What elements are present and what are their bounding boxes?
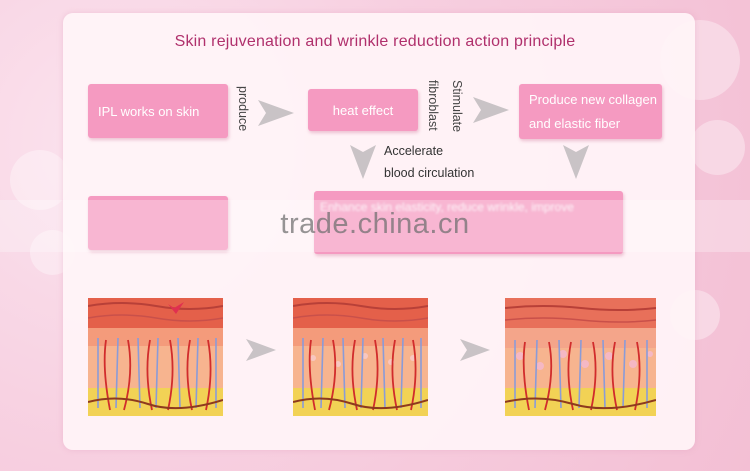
- fibroblast-label: fibroblast: [426, 80, 440, 131]
- accelerate-label-line2: blood circulation: [384, 166, 475, 180]
- collagen-box-line2: and elastic fiber: [529, 115, 621, 131]
- arrow-right-icon: [460, 339, 490, 361]
- diagram-title: Skin rejuvenation and wrinkle reduction …: [174, 33, 576, 50]
- produce-label: produce: [236, 86, 250, 132]
- stimulate-label: Stimulate: [450, 80, 464, 133]
- result-box-left: [88, 196, 228, 250]
- ipl-box-label: IPL works on skin: [98, 103, 200, 119]
- heat-effect-box-label: heat effect: [332, 102, 394, 118]
- bokeh-circle: [10, 150, 70, 210]
- collagen-box-line1: Produce new collagen: [529, 91, 657, 107]
- accelerate-label: Accelerate blood circulation: [384, 140, 474, 184]
- accelerate-label-line1: Accelerate: [384, 144, 444, 158]
- skin-layer-image-3: [505, 298, 656, 416]
- arrow-right-icon: [473, 97, 509, 123]
- enhance-elasticity-text: Enhance skin elasticity, reduce wrinkle,…: [320, 200, 574, 214]
- enhance-elasticity-box: [314, 191, 623, 254]
- skin-layer-image-2: [293, 298, 428, 416]
- arrow-down-icon: [563, 145, 589, 179]
- arrow-right-icon: [246, 339, 276, 361]
- watermark-band: [0, 200, 750, 252]
- collagen-box: Produce new collagen and elastic fiber: [519, 84, 662, 139]
- arrow-right-icon: [258, 100, 294, 126]
- skin-layer-image-1: [88, 298, 223, 416]
- ipl-box: IPL works on skin: [88, 84, 228, 138]
- bokeh-circle: [690, 120, 745, 175]
- heat-effect-box: heat effect: [308, 89, 418, 131]
- arrow-down-icon: [350, 145, 376, 179]
- watermark: trade.china.cn: [280, 208, 470, 240]
